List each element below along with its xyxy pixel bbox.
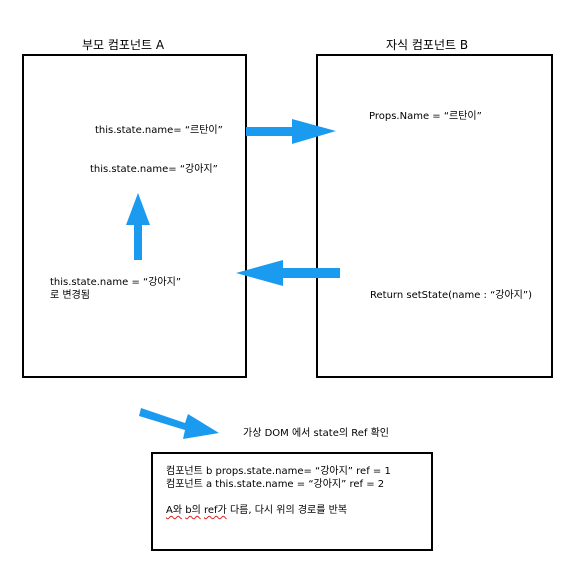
- parent-state-changed-line2: 로 변경됨: [50, 290, 90, 301]
- child-component-title: 자식 컴포넌트 B: [386, 38, 469, 52]
- virtual-dom-label: 가상 DOM 에서 state의 Ref 확인: [243, 428, 389, 439]
- arrow-diagonal-icon: [139, 408, 219, 439]
- parent-state-new: this.state.name= “강아지”: [90, 164, 218, 175]
- arrow-right-icon: [246, 119, 336, 144]
- parent-component-title: 부모 컴포넌트 A: [82, 38, 165, 52]
- parent-state-initial: this.state.name= “르탄이”: [95, 125, 223, 136]
- arrow-left-icon: [236, 260, 340, 286]
- result-line-3-b: b의: [185, 505, 201, 516]
- result-line-3-c: ref가: [203, 505, 227, 516]
- child-props-name: Props.Name = “르탄이”: [369, 111, 482, 122]
- parent-state-changed-line1: this.state.name = “강아지”: [50, 277, 181, 288]
- child-component-box: [316, 54, 553, 378]
- result-line-2: 컴포넌트 a this.state.name = “강아지” ref = 2: [166, 479, 385, 490]
- result-line-3-d: 다름, 다시 위의 경로를 반복: [229, 505, 348, 516]
- arrow-up-icon: [126, 193, 150, 260]
- child-return-set-state: Return setState(name : “강아지”): [370, 290, 532, 301]
- result-line-3: A와 b의 ref가 다름, 다시 위의 경로를 반복: [166, 504, 347, 517]
- result-box: [151, 452, 433, 551]
- result-line-3-a: A와: [166, 505, 183, 516]
- result-line-1: 컴포넌트 b props.state.name= “강아지” ref = 1: [166, 466, 391, 477]
